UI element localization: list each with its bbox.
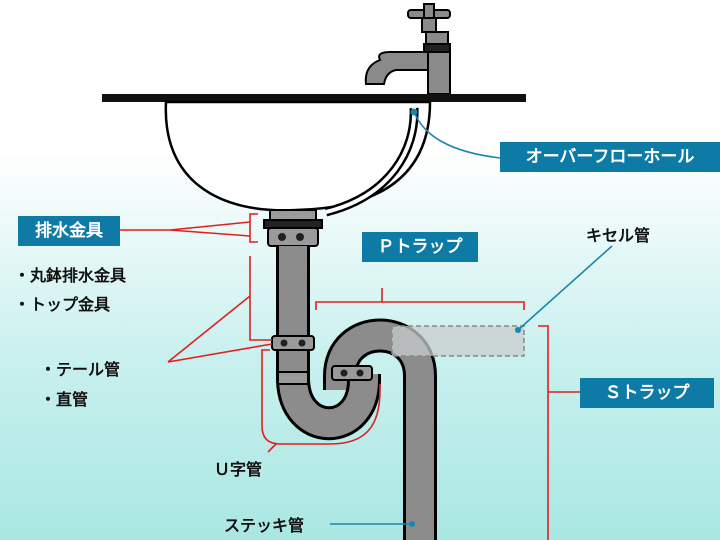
brackets	[120, 213, 580, 540]
label-drain-sub-1: ・丸鉢排水金具	[14, 266, 127, 285]
label-s-trap: Ｓトラップ	[580, 378, 714, 408]
label-u-pipe: Ｕ字管	[214, 460, 263, 479]
label-kiseru-pipe: キセル管	[586, 226, 651, 245]
basin	[164, 100, 432, 212]
pipe-nuts	[271, 335, 373, 385]
label-stick-pipe: ステッキ管	[224, 516, 305, 535]
label-straight-pipe: ・直管	[40, 390, 89, 409]
label-p-trap: Ｐトラップ	[362, 232, 478, 262]
drain-fitting	[263, 209, 323, 247]
label-drain-fitting: 排水金具	[18, 216, 120, 246]
faucet	[364, 3, 451, 95]
kiseru-pipe-outline	[391, 325, 525, 357]
leader-lines	[330, 111, 613, 525]
countertop	[102, 94, 526, 102]
label-overflow-hole: オーバーフローホール	[500, 142, 720, 172]
label-tail-pipe: ・テール管	[40, 360, 121, 379]
label-drain-sub-2: ・トップ金具	[14, 295, 111, 314]
